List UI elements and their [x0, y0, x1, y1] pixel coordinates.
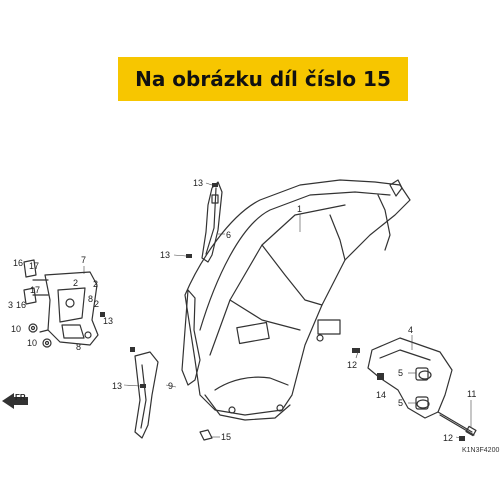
callout-9: 9	[168, 381, 173, 391]
callout-16: 16	[13, 258, 23, 268]
callout-6: 6	[226, 230, 231, 240]
front-bracket	[181, 289, 201, 386]
callout-2: 2	[73, 278, 78, 288]
bolt-12	[352, 348, 465, 441]
plate-16	[23, 259, 37, 305]
callout-2: 2	[93, 279, 98, 289]
callout-15: 15	[221, 432, 231, 442]
callout-8: 8	[88, 294, 93, 304]
part-number-banner: Na obrázku díl číslo 15	[118, 57, 408, 101]
banner-text: Na obrázku díl číslo 15	[135, 67, 391, 91]
bolt-13	[100, 183, 218, 388]
callout-11: 11	[467, 389, 476, 399]
callout-12: 12	[347, 360, 357, 370]
callout-13: 13	[193, 178, 203, 188]
diagram-code: K1N3F4200	[462, 447, 499, 454]
callout-14: 14	[376, 390, 386, 400]
callout-4: 4	[408, 325, 413, 335]
main-frame	[184, 179, 411, 421]
callout-10: 10	[11, 324, 21, 334]
callout-17: 17	[30, 285, 40, 295]
upper-bracket-6	[201, 181, 223, 263]
callout-5: 5	[398, 368, 403, 378]
callout-17: 17	[29, 261, 39, 271]
callout-16: 16	[16, 300, 26, 310]
callout-labels: 1 2 2 2 3 4 5 5 6 7 8 8 9 10 10 11 12 12…	[8, 178, 476, 443]
front-direction-arrow	[2, 393, 28, 409]
callout-7: 7	[81, 255, 86, 265]
callout-12: 12	[443, 433, 453, 443]
callout-13: 13	[112, 381, 122, 391]
bolt-11	[437, 411, 477, 437]
callout-13: 13	[103, 316, 113, 326]
nut-14	[377, 373, 384, 380]
side-bracket-9	[134, 351, 159, 439]
callout-2: 2	[94, 299, 99, 309]
callout-13: 13	[160, 250, 170, 260]
bolt-17	[32, 279, 49, 296]
callout-1: 1	[297, 204, 302, 214]
clip-15	[199, 429, 213, 441]
washer-10	[28, 323, 52, 348]
callout-8: 8	[76, 342, 81, 352]
callout-10: 10	[27, 338, 37, 348]
front-direction-label: FR.	[15, 393, 28, 402]
callout-3: 3	[8, 300, 13, 310]
callout-5: 5	[398, 398, 403, 408]
bracket-assembly-7	[39, 271, 99, 346]
